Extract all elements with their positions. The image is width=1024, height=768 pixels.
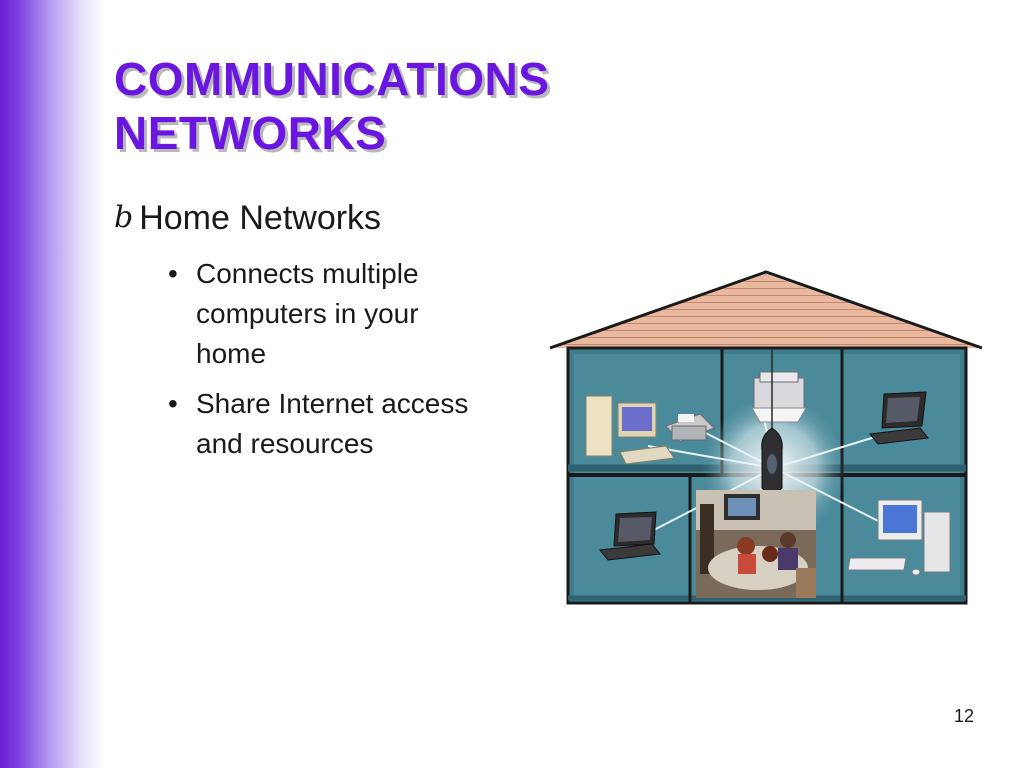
laptop-icon (599, 511, 661, 561)
slide-title: COMMUNICATIONS NETWORKS (114, 52, 549, 160)
bullet-home-networks: b Home Networks (114, 198, 381, 238)
house-roof (549, 270, 983, 350)
sub-bullet-text: Connects multiple computers in your home (196, 258, 419, 369)
side-gradient-band (0, 0, 105, 768)
keyboard-icon (619, 445, 675, 465)
printer-icon (751, 371, 807, 423)
pc-workstation (847, 499, 951, 576)
sub-bullet: • Connects multiple computers in your ho… (168, 254, 478, 374)
keyboard-icon (847, 557, 907, 571)
bullet-marker: b (114, 200, 134, 235)
pc-tower-icon (923, 511, 951, 573)
sub-bullet: • Share Internet access and resources (168, 384, 478, 464)
sub-bullet-list: • Connects multiple computers in your ho… (168, 254, 478, 474)
bullet-text: Home Networks (139, 199, 382, 237)
pc-tower-icon (585, 395, 613, 457)
fax-machine-icon (665, 413, 715, 443)
title-line-1: COMMUNICATIONS (114, 53, 550, 105)
sub-bullet-dot: • (168, 258, 178, 289)
laptop-icon (869, 391, 929, 445)
pc-workstation (585, 395, 675, 465)
home-network-illustration (549, 270, 983, 605)
sub-bullet-text: Share Internet access and resources (196, 388, 469, 459)
sub-bullet-dot: • (168, 388, 178, 419)
router-icon (761, 350, 783, 494)
family-tv-photo-icon (696, 490, 816, 598)
title-line-2: NETWORKS (114, 107, 387, 159)
page-number: 12 (953, 706, 974, 726)
